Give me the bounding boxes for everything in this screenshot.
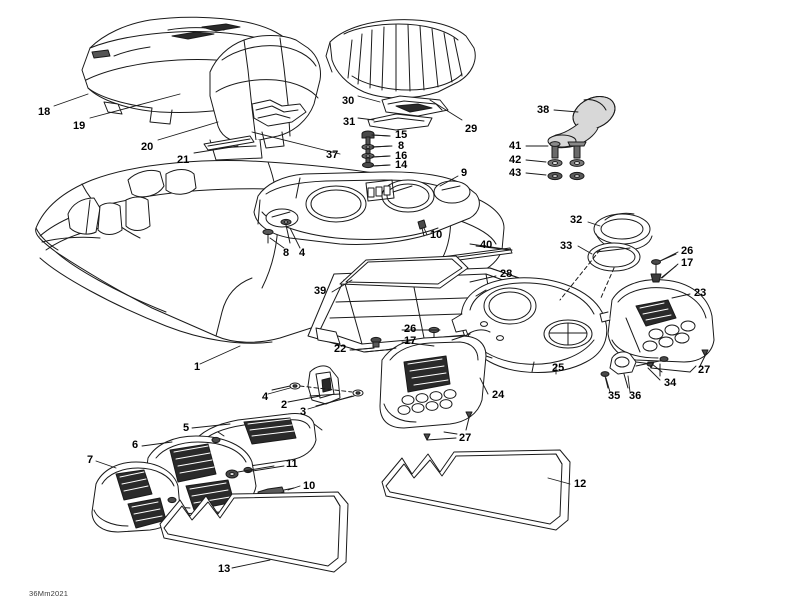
callout-16: 16 [395, 150, 408, 162]
callout-37: 37 [326, 149, 339, 161]
part-mirror-38 [547, 96, 616, 149]
fastener-10-console [417, 219, 427, 237]
callout-4-bracket: 4 [262, 391, 269, 403]
callout-4-console: 4 [299, 247, 306, 259]
part-vent-grille-29 [325, 19, 476, 99]
callout-31: 31 [343, 116, 356, 128]
callout-8-top: 8 [398, 140, 405, 152]
fastener-22 [351, 336, 382, 351]
callout-40: 40 [480, 239, 493, 251]
callout-3: 3 [300, 406, 307, 418]
fasteners-41-42-43 [547, 141, 587, 181]
callout-36: 36 [629, 390, 642, 402]
part-mat-13 [159, 491, 349, 573]
callout-27-lower: 27 [459, 432, 472, 444]
callout-6: 6 [132, 439, 139, 451]
callout-14: 14 [395, 159, 408, 171]
part-side-panel-23 [599, 279, 715, 363]
callout-27-right: 27 [698, 364, 711, 376]
callout-10: 10 [430, 229, 443, 241]
callout-10-lower: 10 [303, 480, 316, 492]
fastener-8-4-console [262, 218, 292, 244]
part-lower-panel-24 [379, 329, 493, 429]
callout-20: 20 [141, 141, 154, 153]
callout-19: 19 [73, 120, 86, 132]
part-mat-12 [381, 449, 571, 531]
fastener-11 [225, 465, 275, 479]
fastener-27-lower [423, 411, 473, 441]
callout-25: 25 [552, 362, 565, 374]
callout-17-mid: 17 [404, 335, 417, 347]
callout-39: 39 [314, 285, 327, 297]
callout-26-mid: 26 [404, 323, 417, 335]
callout-32: 32 [570, 214, 583, 226]
callout-15: 15 [395, 129, 408, 141]
callout-17-right: 17 [681, 257, 694, 269]
part-trim-30 [381, 95, 449, 117]
part-strip-21 [203, 135, 255, 151]
callout-18: 18 [38, 106, 51, 118]
callout-24: 24 [492, 389, 505, 401]
callout-8-bottom: 8 [283, 247, 290, 259]
callout-42: 42 [509, 154, 522, 166]
callout-12: 12 [574, 478, 587, 490]
callout-26-right: 26 [681, 245, 694, 257]
callout-41: 41 [509, 140, 522, 152]
callout-5: 5 [183, 422, 190, 434]
part-ring-32 [593, 212, 653, 251]
callout-33: 33 [560, 240, 573, 252]
callout-9: 9 [461, 167, 468, 179]
part-bracket-34-35-36 [600, 351, 669, 389]
fastener-stack-15-8-16-14 [361, 130, 391, 169]
part-ring-33 [587, 242, 641, 272]
fastener-26-17-right [650, 253, 677, 283]
callout-29: 29 [465, 123, 478, 135]
part-cowl-20 [209, 35, 321, 161]
callout-21: 21 [177, 154, 190, 166]
callout-2: 2 [281, 399, 288, 411]
callout-7: 7 [87, 454, 94, 466]
callout-11: 11 [286, 458, 298, 470]
callout-38: 38 [537, 104, 550, 116]
part-airbox-25 [451, 277, 608, 373]
callout-35: 35 [608, 390, 621, 402]
callout-1: 1 [194, 361, 201, 373]
callout-23: 23 [694, 287, 707, 299]
part-vent-7 [91, 461, 181, 533]
callout-28: 28 [500, 268, 513, 280]
part-trim-31 [367, 113, 433, 131]
callout-43: 43 [509, 167, 522, 179]
callout-13: 13 [218, 563, 231, 575]
callout-22: 22 [334, 343, 347, 355]
leader-lines [53, 93, 697, 569]
callout-30: 30 [342, 95, 355, 107]
callout-34: 34 [664, 377, 677, 389]
diagram-footer-code: 36Mm2021 [29, 589, 69, 598]
